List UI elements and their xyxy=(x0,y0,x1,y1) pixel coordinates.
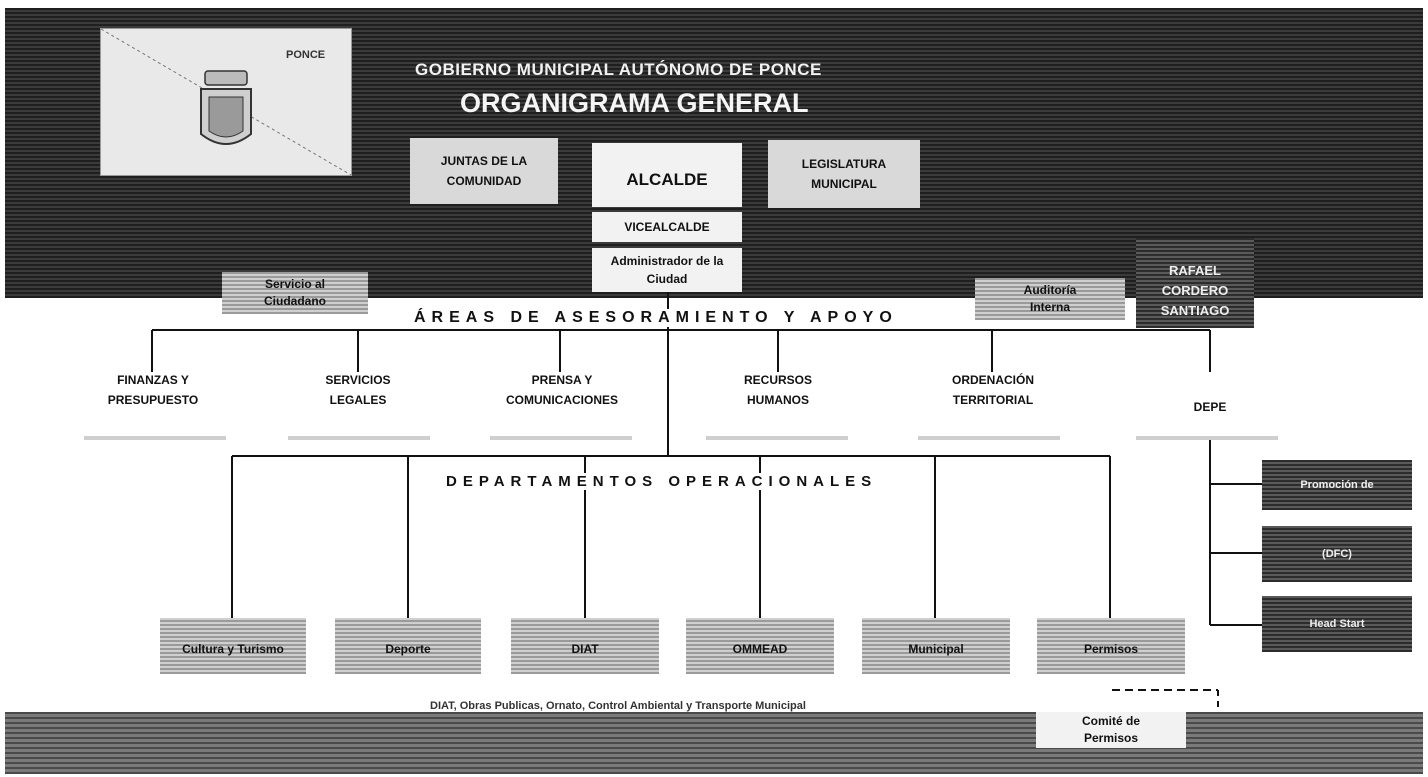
operational-heading: DEPARTAMENTOS OPERACIONALES xyxy=(442,473,882,490)
legislatura-box: LEGISLATURA MUNICIPAL xyxy=(768,140,920,208)
footer-note: DIAT, Obras Publicas, Ornato, Control Am… xyxy=(430,700,806,712)
page-title: GOBIERNO MUNICIPAL AUTÓNOMO DE PONCE xyxy=(415,60,822,79)
dept-permisos: Permisos xyxy=(1037,618,1185,674)
dept-municipal: Municipal xyxy=(862,618,1010,674)
area-recursos-humanos: RECURSOS HUMANOS xyxy=(743,373,812,407)
area-servicios-legales: SERVICIOS LEGALES xyxy=(325,373,391,407)
area-finanzas: FINANZAS Y PRESUPUESTO xyxy=(107,373,199,407)
mayor-name-box: RAFAEL CORDERO SANTIAGO xyxy=(1136,238,1254,328)
faint-rule xyxy=(490,436,632,440)
area-prensa: PRENSA Y COMUNICACIONES xyxy=(505,373,618,407)
footer-band xyxy=(5,712,1423,774)
depe-child-dfc: (DFC) xyxy=(1262,526,1412,582)
administrador-box: Administrador de la Ciudad xyxy=(592,248,742,292)
coat-of-arms-icon xyxy=(200,70,252,145)
faint-rule xyxy=(84,436,226,440)
area-depe: DEPE xyxy=(1193,400,1227,414)
dept-deporte: Deporte xyxy=(335,618,481,674)
dept-cultura-turismo: Cultura y Turismo xyxy=(160,618,306,674)
advisory-heading: ÁREAS DE ASESORAMIENTO Y APOYO xyxy=(410,309,902,327)
faint-rule xyxy=(918,436,1060,440)
area-ordenacion: ORDENACIÓN TERRITORIAL xyxy=(951,373,1034,407)
dept-diat: DIAT xyxy=(511,618,659,674)
flag-label: PONCE xyxy=(286,49,326,61)
ponce-flag: PONCE xyxy=(100,28,352,176)
depe-child-promocion: Promoción de xyxy=(1262,460,1412,510)
vicealcalde-box: VICEALCALDE xyxy=(592,212,742,242)
dept-ommead: OMMEAD xyxy=(686,618,834,674)
faint-rule xyxy=(288,436,430,440)
alcalde-box: ALCALDE xyxy=(592,143,742,207)
auditoria-box: Auditoría Interna xyxy=(975,278,1125,320)
faint-rule xyxy=(1136,436,1278,440)
juntas-box: JUNTAS DE LA COMUNIDAD xyxy=(410,138,558,204)
depe-child-head-start: Head Start xyxy=(1262,596,1412,652)
comite-box: Comité de Permisos xyxy=(1036,712,1186,748)
servicio-box: Servicio al Ciudadano xyxy=(222,272,368,314)
faint-rule xyxy=(706,436,848,440)
flag-diagonal-icon xyxy=(101,29,351,175)
page-subtitle: ORGANIGRAMA GENERAL xyxy=(460,88,809,118)
